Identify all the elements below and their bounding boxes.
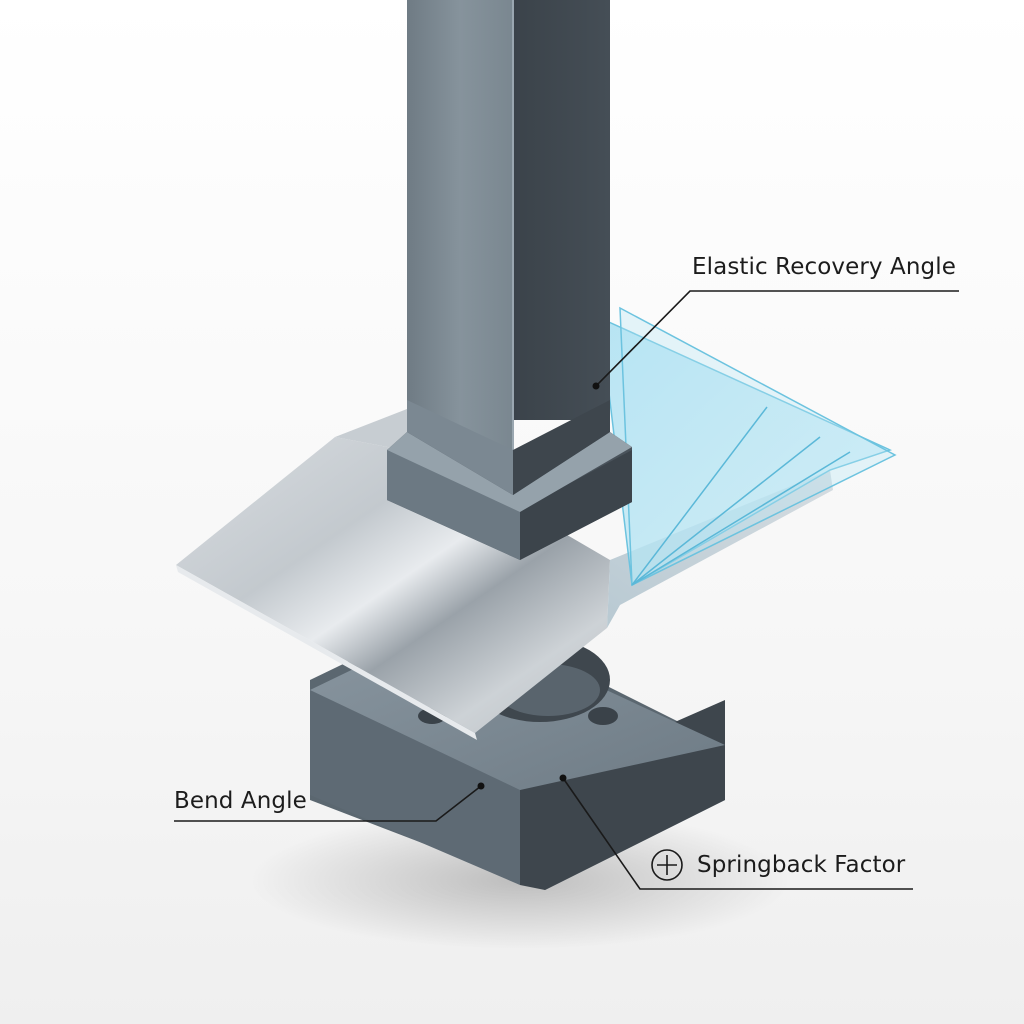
punch-face-left (407, 0, 513, 450)
elastic-recovery-planes (599, 306, 897, 587)
leader-dots (477, 382, 600, 790)
label-springback-factor: Springback Factor (697, 852, 906, 878)
leader-lines (174, 290, 959, 890)
die-hole-right (588, 707, 618, 725)
punch (387, 0, 632, 560)
punch-face-right (513, 0, 610, 420)
leader-elastic (595, 290, 959, 387)
label-elastic-recovery-angle: Elastic Recovery Angle (692, 254, 956, 280)
sheet-bent-flange (607, 470, 833, 628)
label-bend-angle: Bend Angle (174, 788, 307, 814)
leader-springback (562, 777, 913, 890)
leader-bend (174, 785, 482, 822)
die-side-left (310, 690, 520, 885)
circled-plus-icon (651, 849, 683, 881)
